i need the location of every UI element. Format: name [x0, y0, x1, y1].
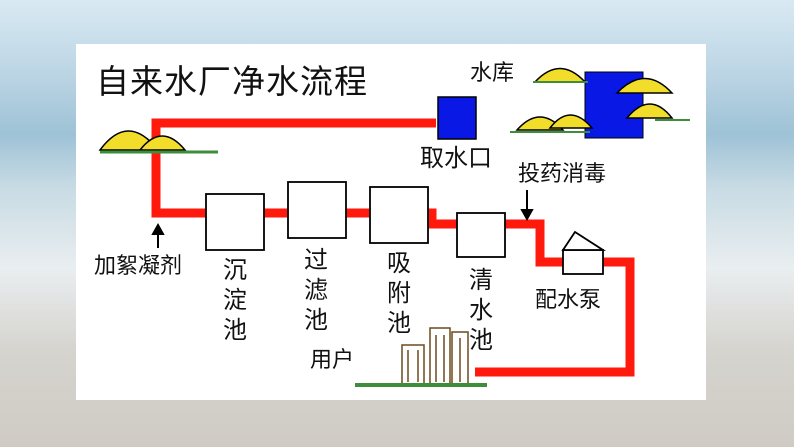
users-label: 用户: [310, 348, 355, 373]
building-icon: [401, 327, 469, 386]
filtration-tank-label: 过滤池: [304, 246, 328, 334]
pump-label: 配水泵: [535, 288, 602, 313]
grass-icon: [510, 81, 690, 133]
clear-water-tank: [456, 212, 506, 258]
coagulant-label: 加絮凝剂: [94, 254, 183, 279]
pump-house-icon: [561, 230, 607, 275]
intake-label: 取水口: [420, 144, 492, 172]
mountain-icon: [515, 67, 674, 131]
reservoir-label: 水库: [470, 61, 515, 86]
clear-water-tank-label: 清水池: [469, 266, 493, 354]
tank-boxes: [205, 181, 506, 258]
adsorption-tank-label: 吸附池: [387, 249, 411, 337]
sedimentation-tank: [205, 193, 265, 251]
mountain-icon-left: [98, 130, 187, 151]
adsorption-tank: [369, 186, 429, 244]
disinfection-label: 投药消毒: [518, 162, 607, 187]
page-title: 自来水厂净水流程: [96, 62, 368, 101]
intake-box: [437, 96, 477, 140]
sedimentation-tank-label: 沉淀池: [223, 256, 247, 344]
filtration-tank: [287, 181, 347, 239]
arrow-down-icon: [151, 190, 534, 248]
